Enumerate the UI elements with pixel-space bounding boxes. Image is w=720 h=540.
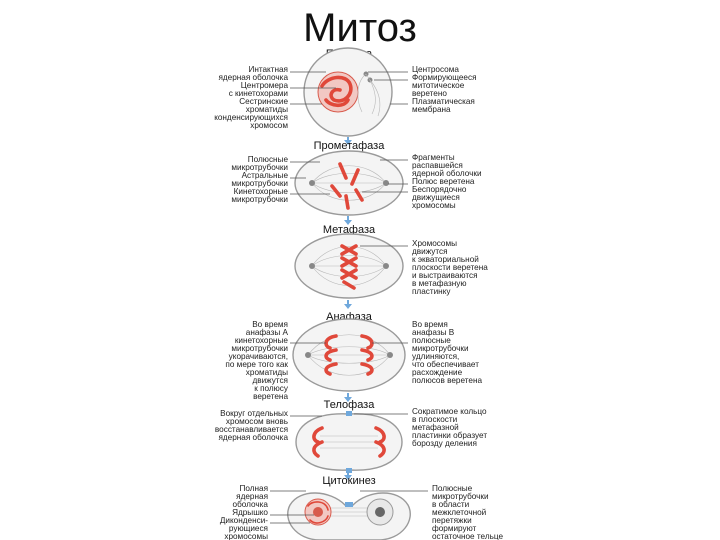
page-title: Митоз xyxy=(303,6,417,50)
stage-title: Метафаза xyxy=(323,224,376,236)
midbody xyxy=(345,502,353,507)
spindle-pole xyxy=(383,263,389,269)
chromosome xyxy=(324,98,350,108)
chromosome xyxy=(374,440,386,458)
chromosome xyxy=(340,268,358,280)
chromosome xyxy=(360,362,374,376)
spindle xyxy=(318,435,380,449)
chromosome xyxy=(324,348,338,362)
arrow-head xyxy=(344,397,352,402)
chromosome xyxy=(344,194,350,210)
chromosome xyxy=(312,440,324,458)
chromosome xyxy=(360,348,374,362)
contractile-ring xyxy=(346,411,352,416)
chromosome xyxy=(340,256,358,268)
spindle-pole xyxy=(305,352,311,358)
spindle xyxy=(330,507,368,517)
leader-line xyxy=(290,413,408,417)
stage-title: Прометафаза xyxy=(314,140,386,152)
nucleolus xyxy=(313,507,323,517)
arrow-head xyxy=(344,140,352,145)
chromosome xyxy=(324,362,338,376)
chromosome xyxy=(350,168,360,186)
label: Центросома xyxy=(412,65,459,74)
chromosome xyxy=(374,426,386,444)
leader-line xyxy=(270,490,428,524)
stage-title: Цитокинез xyxy=(322,475,375,487)
chromosome xyxy=(342,280,356,290)
chromosome xyxy=(320,75,353,103)
spindle xyxy=(357,73,381,117)
spindle-pole xyxy=(387,352,393,358)
chromosome xyxy=(360,334,374,350)
leader-line xyxy=(290,159,408,195)
leader-line xyxy=(290,71,408,105)
chromosome xyxy=(340,244,358,256)
chromosome xyxy=(312,426,324,444)
chromosome xyxy=(338,162,348,180)
chromosome xyxy=(354,188,364,202)
contractile-ring xyxy=(346,468,352,473)
spindle-pole xyxy=(383,180,389,186)
stage-title: Телофаза xyxy=(324,399,376,411)
arrow-head xyxy=(344,304,352,309)
chromosome xyxy=(330,184,342,198)
chromosome xyxy=(324,334,338,350)
label: Полюс веретена xyxy=(412,177,475,186)
nucleolus xyxy=(375,507,385,517)
arrow-head xyxy=(344,220,352,225)
label: Ядрышко xyxy=(232,508,268,517)
spindle xyxy=(307,334,391,376)
chromosome xyxy=(307,501,329,524)
spindle-pole xyxy=(309,263,315,269)
spindle-pole xyxy=(309,180,315,186)
spindle xyxy=(311,165,387,201)
arrow-head xyxy=(344,475,352,480)
